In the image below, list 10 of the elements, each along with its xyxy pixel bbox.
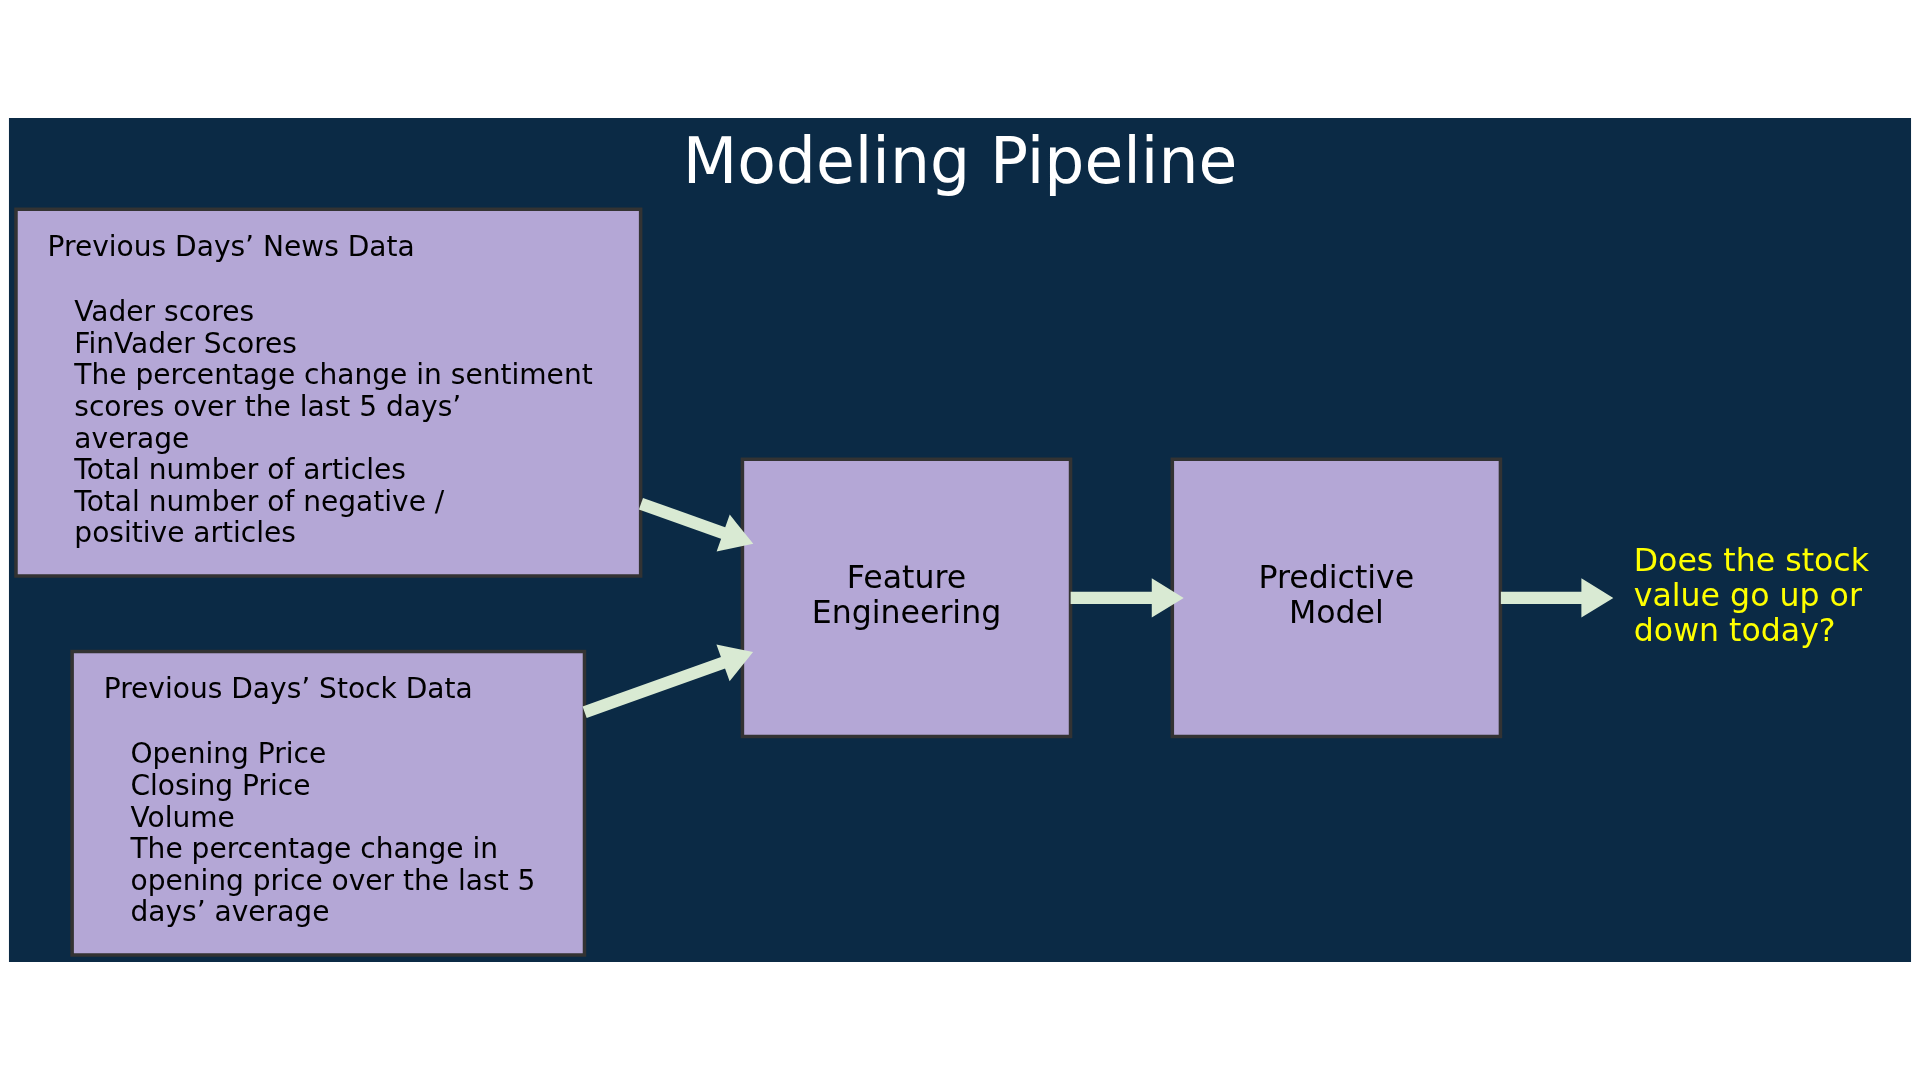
arrow [638, 497, 754, 552]
node-box: Predictive Model [1170, 457, 1503, 739]
diagram-title: Modeling Pipeline [682, 123, 1238, 198]
arrow [582, 644, 754, 719]
node-box: Previous Days’ News Data Vader scores FinVader Scores The percentage change in sentiment scores over the last 5 days’ average Total number of articles Total number of negative / positive articles [14, 207, 643, 578]
node-text: Does the stock value go up or down today? [1633, 541, 1870, 648]
arrow [1070, 578, 1184, 618]
arrow [1500, 578, 1614, 618]
node-box: Feature Engineering [740, 457, 1073, 739]
node-box: Previous Days’ Stock Data Opening Price Closing Price Volume The percentage change in opening price over the last 5 days’ average [70, 649, 587, 957]
